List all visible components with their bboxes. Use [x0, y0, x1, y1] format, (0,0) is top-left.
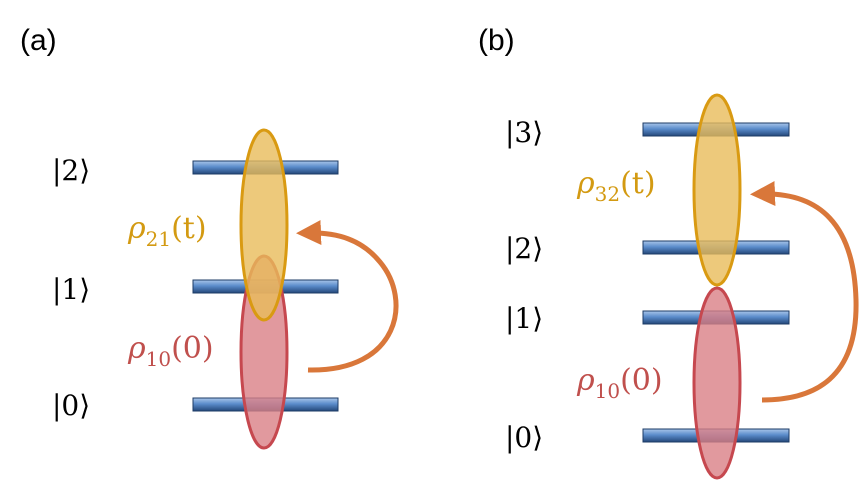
panel-b-coherence-32-ellipse: [692, 93, 742, 287]
panel-b-coherence-10-ellipse: [692, 286, 742, 480]
panel-a-coherence-21-ellipse: [239, 128, 289, 322]
panel-a-rho-10-label: ρ10(0): [127, 331, 214, 371]
panel-a-rho-21-label: ρ21(t): [127, 211, 207, 251]
panel-a-label: (a): [20, 24, 57, 57]
panel-b-ket-3: |3⟩: [505, 116, 543, 149]
panel-a: (a) |2⟩ |1⟩ |0⟩ ρ21(t) ρ10(0): [20, 24, 399, 450]
panel-a-transfer-arrow: [296, 220, 399, 373]
panel-b: (b) |3⟩ |2⟩ |1⟩ |0⟩ ρ32(t) ρ10(0): [478, 24, 859, 480]
panel-a-ket-0: |0⟩: [52, 389, 90, 422]
panel-b-rho-32-label: ρ32(t): [576, 166, 656, 206]
panel-b-transfer-arrow: [750, 181, 859, 403]
panel-b-ket-0: |0⟩: [505, 421, 543, 454]
panel-b-ket-1: |1⟩: [505, 302, 543, 335]
panel-a-ket-1: |1⟩: [52, 273, 90, 306]
panel-b-rho-10-label: ρ10(0): [576, 363, 663, 403]
panel-a-ket-2: |2⟩: [52, 154, 90, 187]
panel-b-label: (b): [478, 24, 515, 57]
panel-b-ket-2: |2⟩: [505, 232, 543, 265]
